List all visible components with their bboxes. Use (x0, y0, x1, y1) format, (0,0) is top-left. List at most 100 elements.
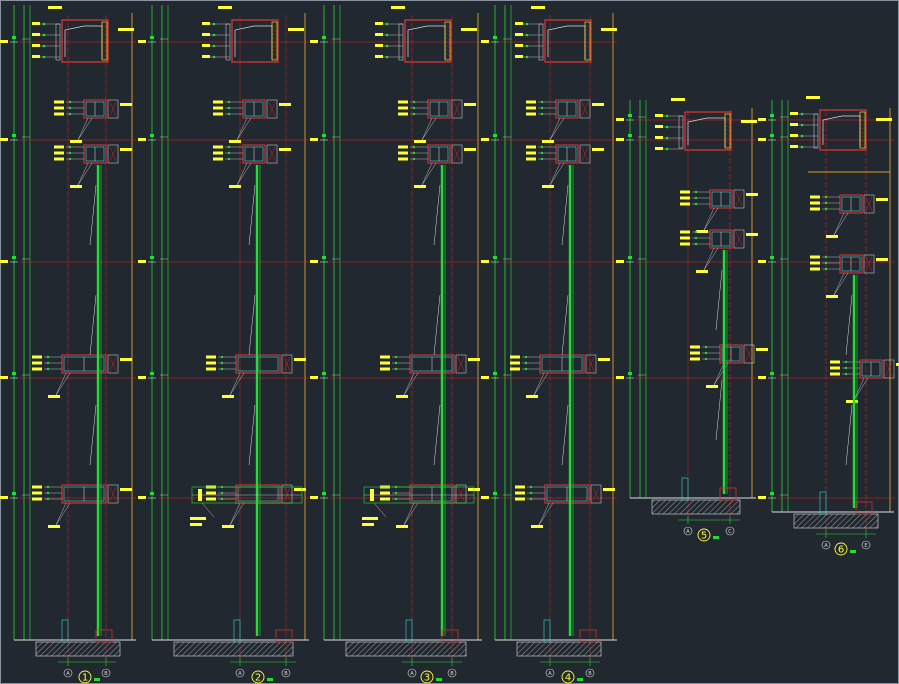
level-text (310, 376, 318, 379)
slab-detail (544, 484, 590, 504)
footing-block (579, 629, 597, 643)
callout-dot (412, 157, 416, 161)
axis-bubble (683, 526, 693, 536)
callout-label (202, 22, 210, 25)
callout-label (655, 147, 663, 150)
sill-block (107, 484, 119, 504)
callout-dot (46, 497, 50, 501)
fan-leader (833, 212, 849, 236)
parapet-box (61, 19, 109, 63)
fan-leader (77, 162, 93, 186)
level-marker (322, 372, 326, 375)
insulation-hatch (584, 32, 591, 37)
right-label (741, 120, 757, 123)
callout-dot (525, 44, 529, 48)
callout-label-right (120, 103, 132, 106)
floor-callout (190, 523, 202, 526)
sill-block (266, 99, 278, 119)
footing-block (855, 501, 873, 515)
footing-block (95, 629, 113, 643)
axis-label: C (728, 529, 732, 535)
callout-label (515, 485, 525, 489)
insulation-hatch (584, 48, 591, 53)
callout-dot (525, 22, 529, 26)
callout-dot (704, 351, 708, 355)
louver-diagonal (561, 294, 569, 356)
level-text (0, 138, 8, 141)
fan-leader (55, 502, 71, 526)
parapet-profile (64, 25, 103, 59)
insulation-hatch (724, 124, 731, 129)
callout-dot (704, 357, 708, 361)
callout-label (398, 106, 408, 110)
slab-detail (555, 99, 579, 119)
callout-dot (227, 106, 231, 110)
level-marker (493, 36, 497, 39)
callout-label (54, 157, 64, 161)
callout-label (48, 395, 60, 398)
callout-label (690, 357, 700, 361)
sill-block (266, 144, 278, 164)
callout-dot (42, 22, 46, 26)
insulation-hatch (101, 40, 108, 45)
callout-dot (665, 114, 669, 118)
callout-label-right (896, 363, 899, 366)
callout-dot (68, 157, 72, 161)
level-text (310, 40, 318, 43)
callout-label (32, 491, 42, 495)
sill-hatch (453, 101, 461, 117)
axis-label: B (104, 671, 108, 677)
scale-tag (436, 678, 442, 681)
level-text (758, 496, 766, 499)
level-marker (628, 256, 632, 259)
fan-leader (549, 162, 561, 186)
callout-label-right (120, 488, 132, 491)
insulation-hatch (584, 52, 591, 57)
insulation-hatch (444, 48, 451, 53)
callout-label (526, 100, 536, 104)
sill-hatch (283, 356, 291, 372)
fan-leader (77, 117, 93, 141)
sill-hatch (109, 356, 117, 372)
callout-label (54, 106, 64, 110)
callout-dot (540, 100, 544, 104)
callout-label (32, 44, 40, 47)
sill-block (883, 359, 895, 379)
top-label (671, 98, 685, 101)
callout-label (706, 385, 718, 388)
insulation-hatch (444, 56, 451, 61)
slab-detail (427, 99, 451, 119)
callout-label (526, 112, 536, 116)
fan-leader (703, 207, 719, 231)
callout-label-right (468, 358, 480, 361)
callout-label (32, 485, 42, 489)
callout-dot (212, 22, 216, 26)
level-marker (493, 492, 497, 495)
scale-tag (850, 550, 856, 553)
level-text (0, 376, 8, 379)
level-marker (770, 114, 774, 117)
parapet-box (819, 109, 867, 151)
callout-label (655, 125, 663, 128)
insulation-strip (724, 113, 731, 149)
callout-label (222, 525, 234, 528)
callout-dot (68, 151, 72, 155)
fan-leader (236, 162, 252, 186)
fan-leader (549, 117, 565, 141)
parapet-profile (822, 115, 861, 147)
foundation-hatch (516, 641, 602, 657)
callout-label (213, 112, 223, 116)
fan-leader (713, 362, 729, 386)
insulation-hatch (859, 114, 866, 119)
insulation-hatch (101, 48, 108, 53)
insulation-hatch (859, 122, 866, 127)
foundation-hatch (793, 513, 879, 529)
footing-block (719, 487, 737, 501)
fan-leader (833, 272, 845, 296)
axis-label: B (588, 671, 592, 677)
fan-leader (833, 212, 845, 236)
insulation-hatch (724, 132, 731, 137)
